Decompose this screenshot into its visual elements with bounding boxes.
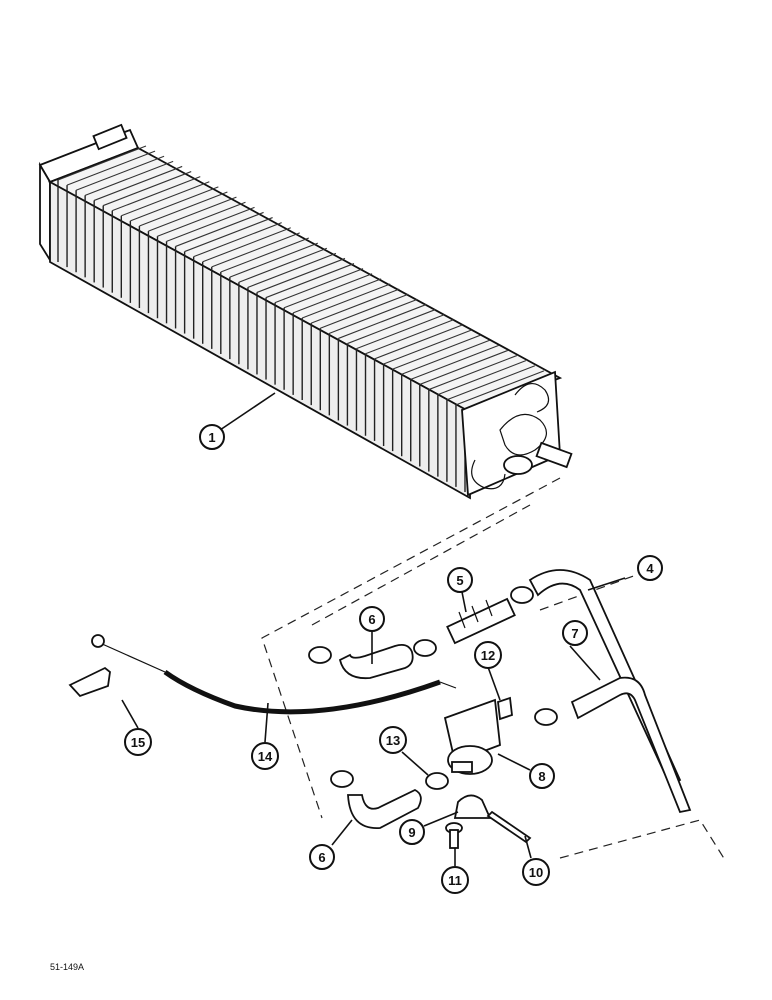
fin-top-line <box>401 339 490 375</box>
callout-8: 8 <box>529 763 555 789</box>
callout-6-lower: 6 <box>309 844 335 870</box>
fin-top-line <box>320 293 409 329</box>
leader-lines <box>121 392 626 866</box>
fin-top-line <box>274 268 364 304</box>
fin-top-line <box>356 314 445 350</box>
callout-6-lower-label: 6 <box>318 850 325 865</box>
fin-top-line <box>292 278 382 314</box>
callout-10: 10 <box>522 858 550 886</box>
fin-top-line <box>93 165 183 201</box>
fin-top-line <box>383 329 472 365</box>
fin-top-line <box>311 288 400 324</box>
fin-top-line <box>283 273 373 309</box>
clip-12 <box>497 696 513 721</box>
fin-top-line <box>238 247 328 283</box>
fin-top-line <box>419 349 508 385</box>
fin-top-line <box>302 283 391 319</box>
hose-7 <box>570 676 692 814</box>
heater-core-fins <box>57 145 554 492</box>
fin-top-line <box>66 150 156 186</box>
fin-top-line <box>428 355 518 391</box>
callout-12: 12 <box>474 641 502 669</box>
fin-top-line <box>455 370 545 406</box>
bracket-9 <box>453 794 492 819</box>
heater-core <box>38 123 573 500</box>
cable-bracket-15 <box>68 666 111 698</box>
fin-top-line <box>338 303 427 339</box>
fin-top-line <box>229 242 319 278</box>
callout-4-label: 4 <box>646 561 654 576</box>
control-cable-14 <box>91 634 457 715</box>
fin-top-line <box>184 217 273 253</box>
callout-6-upper-label: 6 <box>368 612 375 627</box>
hose-clamps <box>308 586 558 790</box>
fin-top-line <box>193 222 282 258</box>
fin-top-line <box>57 145 147 181</box>
connector-fitting-5 <box>446 597 516 645</box>
callout-14-label: 14 <box>258 749 273 764</box>
callout-11-label: 11 <box>448 873 462 888</box>
cable-tie-10 <box>486 810 532 844</box>
callout-4: 4 <box>637 555 663 581</box>
fin-top-line <box>365 319 454 355</box>
fin-top-line <box>84 160 174 196</box>
fin-top-line <box>121 181 210 217</box>
fin-top-line <box>130 186 219 222</box>
callout-13: 13 <box>379 726 407 754</box>
fin-top-line <box>112 176 201 212</box>
fin-top-line <box>103 171 192 207</box>
callout-9-label: 9 <box>408 825 415 840</box>
callout-11: 11 <box>441 866 469 894</box>
fin-top-line <box>247 252 337 288</box>
callout-6-upper: 6 <box>359 606 385 632</box>
callout-8-label: 8 <box>538 769 545 784</box>
fin-top-line <box>374 324 463 360</box>
figure-id: 51-149A <box>50 962 85 972</box>
fin-top-line <box>157 201 246 237</box>
callout-1: 1 <box>199 424 225 450</box>
fin-top-line <box>256 257 346 293</box>
callout-5-label: 5 <box>456 573 463 588</box>
fin-top-line <box>175 211 264 247</box>
callout-7-label: 7 <box>571 626 578 641</box>
fin-top-line <box>75 155 165 191</box>
fin-top-line <box>392 334 481 370</box>
screw-11 <box>445 822 463 849</box>
fin-top-line <box>410 344 499 380</box>
hose-6-upper <box>338 643 414 680</box>
fin-top-line <box>446 365 536 401</box>
callout-15-label: 15 <box>131 735 145 750</box>
callout-14: 14 <box>251 742 279 770</box>
fin-top-line <box>347 309 436 345</box>
installation-outline <box>261 477 726 861</box>
water-valve-8 <box>443 698 501 775</box>
fin-top-line <box>329 298 418 334</box>
hose-6-lower <box>347 788 422 829</box>
fin-top-line <box>202 227 291 263</box>
callout-13-label: 13 <box>386 733 400 748</box>
fin-top-line <box>148 196 237 232</box>
fin-top-line <box>220 237 309 273</box>
callout-15: 15 <box>124 728 152 756</box>
callout-1-label: 1 <box>208 430 215 445</box>
fin-top-line <box>211 232 300 268</box>
callout-7: 7 <box>562 620 588 646</box>
callout-10-label: 10 <box>529 865 543 880</box>
fin-top-line <box>437 360 527 396</box>
callout-5: 5 <box>447 567 473 593</box>
callout-labels: 1 4 5 6 6 7 8 9 <box>124 424 663 894</box>
callout-12-label: 12 <box>481 648 495 663</box>
callout-9: 9 <box>399 819 425 845</box>
fin-top-line <box>166 206 255 242</box>
fin-top-line <box>265 263 355 299</box>
fin-top-line <box>139 191 228 227</box>
